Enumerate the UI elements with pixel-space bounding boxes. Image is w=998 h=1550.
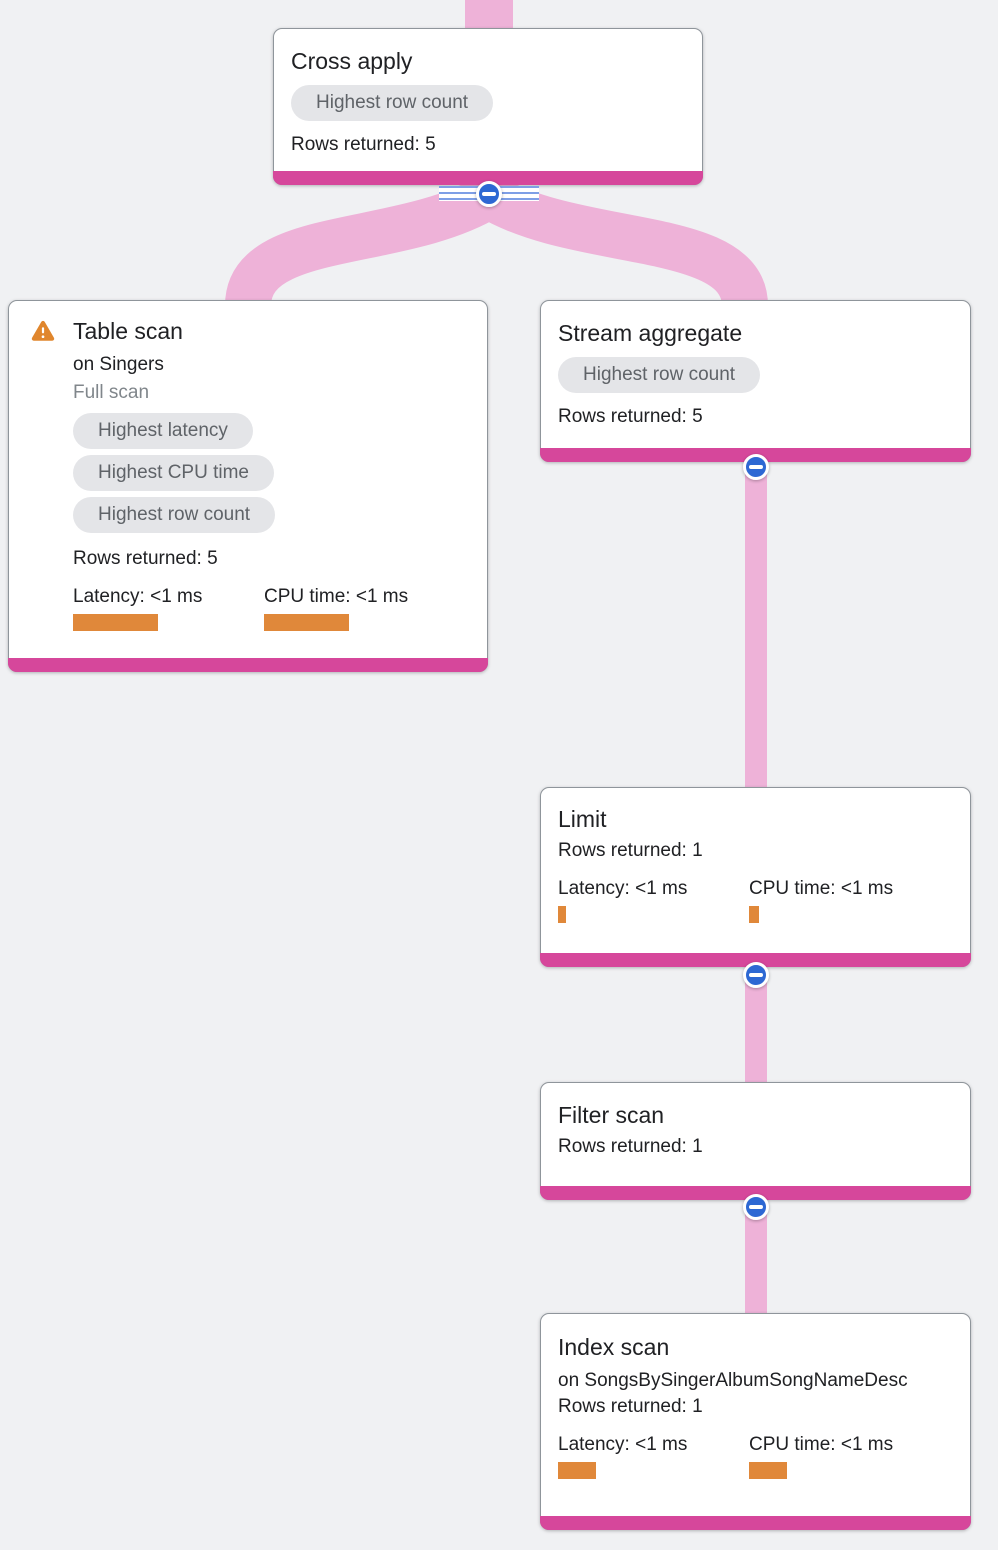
- latency-label: Latency: <1 ms: [558, 878, 688, 899]
- node-table-scan[interactable]: Table scan on Singers Full scan Highest …: [8, 300, 488, 672]
- node-title: Filter scan: [558, 1102, 665, 1128]
- badge-highest-row-count: Highest row count: [73, 497, 276, 533]
- node-title: Index scan: [558, 1334, 670, 1360]
- rows-returned: Rows returned: 5: [291, 134, 436, 155]
- latency-label: Latency: <1 ms: [73, 586, 203, 607]
- node-stream-aggregate[interactable]: Stream aggregate Highest row count Rows …: [540, 300, 971, 462]
- latency-bar: [558, 906, 566, 923]
- latency-bar: [558, 1462, 596, 1479]
- cpu-time-label: CPU time: <1 ms: [749, 878, 894, 899]
- edge-into-cross-apply: [465, 0, 513, 30]
- cpu-time-label: CPU time: <1 ms: [264, 586, 409, 607]
- rows-returned: Rows returned: 5: [73, 548, 218, 569]
- rows-returned: Rows returned: 1: [558, 840, 703, 861]
- collapse-button-filter-scan[interactable]: [743, 1194, 769, 1220]
- node-title: Stream aggregate: [558, 320, 743, 346]
- node-index-scan[interactable]: Index scan on SongsBySingerAlbumSongName…: [540, 1313, 971, 1530]
- full-scan-note: Full scan: [73, 382, 150, 403]
- node-accent-bar: [540, 1186, 971, 1200]
- node-title: Table scan: [73, 318, 183, 344]
- edge-cross-to-stream-aggregate: [477, 175, 768, 309]
- node-title: Limit: [558, 806, 607, 832]
- cpu-time-bar: [264, 614, 349, 631]
- badge-highest-row-count: Highest row count: [291, 85, 494, 121]
- edge-stream-to-limit: [745, 440, 767, 800]
- collapse-button-stream-aggregate[interactable]: [743, 454, 769, 480]
- node-subtitle: on SongsBySingerAlbumSongNameDesc: [558, 1370, 908, 1391]
- collapse-button-cross-apply[interactable]: [476, 181, 502, 207]
- node-cross-apply[interactable]: Cross apply Highest row count Rows retur…: [273, 28, 703, 185]
- badge-highest-cpu-time: Highest CPU time: [73, 455, 274, 491]
- badge-highest-row-count: Highest row count: [558, 357, 761, 393]
- latency-label: Latency: <1 ms: [558, 1434, 688, 1455]
- node-subtitle: on Singers: [73, 354, 164, 375]
- badge-highest-latency: Highest latency: [73, 413, 253, 449]
- latency-bar: [73, 614, 158, 631]
- rows-returned: Rows returned: 1: [558, 1136, 703, 1157]
- node-limit[interactable]: Limit Rows returned: 1 Latency: <1 ms CP…: [540, 787, 971, 967]
- edge-cross-to-table-scan: [225, 175, 501, 309]
- node-filter-scan[interactable]: Filter scan Rows returned: 1: [540, 1082, 971, 1200]
- cpu-time-label: CPU time: <1 ms: [749, 1434, 894, 1455]
- node-accent-bar: [540, 953, 971, 967]
- node-accent-bar: [8, 658, 488, 672]
- edge-filter-to-index: [745, 1185, 767, 1325]
- node-accent-bar: [273, 171, 703, 185]
- node-title: Cross apply: [291, 48, 413, 74]
- collapse-button-limit[interactable]: [743, 962, 769, 988]
- rows-returned: Rows returned: 1: [558, 1396, 703, 1417]
- warning-icon: [31, 320, 55, 341]
- cpu-time-bar: [749, 1462, 787, 1479]
- node-accent-bar: [540, 1516, 971, 1530]
- rows-returned: Rows returned: 5: [558, 406, 703, 427]
- cpu-time-bar: [749, 906, 759, 923]
